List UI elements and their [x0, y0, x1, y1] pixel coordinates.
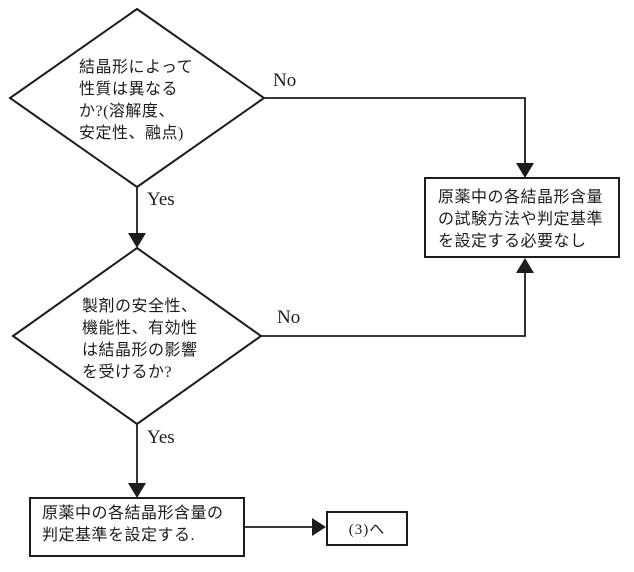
box-set-criteria-rect	[29, 497, 245, 557]
box-goto-text: (3)へ	[348, 522, 386, 538]
decision1-diamond	[8, 7, 266, 189]
decision2-diamond	[11, 246, 263, 426]
box-no-need-text: 原薬中の各結晶形含量 の試験方法や判定基準 を設定する必要なし	[438, 189, 604, 250]
arrowhead-no1-down-icon	[516, 163, 534, 178]
branch-label-yes2: Yes	[147, 427, 175, 448]
arrowhead-goto-right-icon	[312, 518, 326, 536]
box-goto-rect	[326, 511, 408, 546]
connector-no1	[264, 97, 526, 164]
branch-label-yes1: Yes	[147, 189, 175, 210]
box-no-need-rect	[424, 177, 620, 258]
branch-label-no1: No	[273, 70, 297, 91]
branch-label-no2: No	[277, 307, 301, 328]
decision1-text: 結晶形によって 性質は異なる か?(溶解度、 安定性、融点)	[79, 59, 194, 142]
arrowhead-yes1-down-icon	[128, 233, 146, 248]
decision2-text: 製剤の安全性、 機能性、有効性 は結晶形の影響 を受けるか?	[82, 298, 198, 381]
box-set-criteria-text: 原薬中の各結晶形含量の 判定基準を設定する.	[42, 505, 224, 544]
arrowhead-yes2-down-icon	[128, 483, 146, 498]
connector-no2	[261, 272, 526, 337]
arrowhead-no2-up-icon	[516, 258, 534, 273]
